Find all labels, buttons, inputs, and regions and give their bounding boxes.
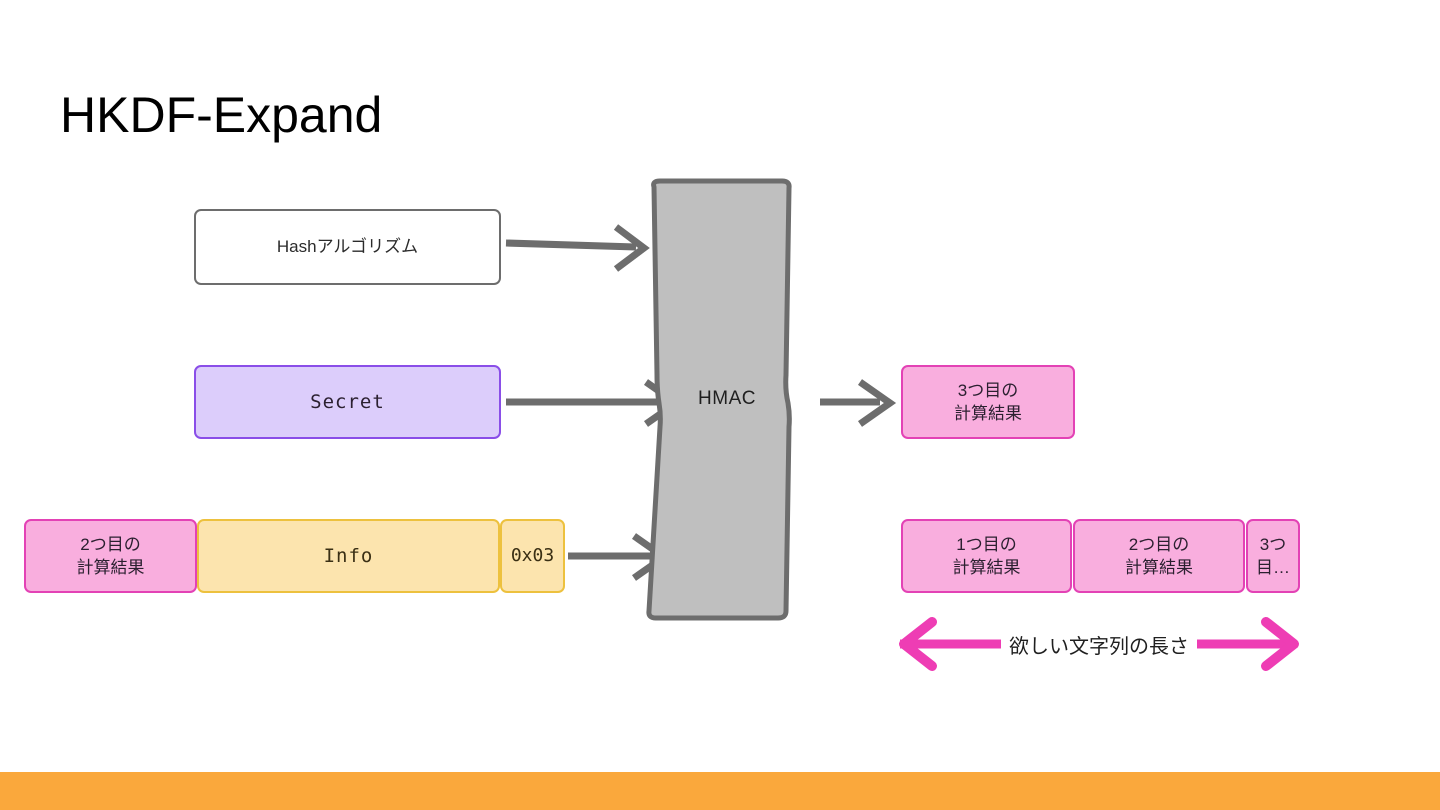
arrow-hmac-to-output [820,379,897,427]
output-box-result-3-label: 3つ 目… [1256,534,1290,577]
hmac-shape [646,178,792,621]
input-box-counter-byte-label: 0x03 [510,544,555,566]
output-box-current-result[interactable]: 3つ目の 計算結果 [901,365,1075,439]
output-box-result-1-label: 1つ目の 計算結果 [952,534,1021,577]
input-box-hash-algorithm[interactable]: Hashアルゴリズム [194,209,501,285]
arrow-hash-to-hmac [505,224,650,272]
output-box-result-2-label: 2つ目の 計算結果 [1125,534,1193,577]
output-box-result-1[interactable]: 1つ目の 計算結果 [901,519,1072,593]
input-box-hash-algorithm-label: Hashアルゴリズム [276,237,419,257]
input-box-info-label: Info [323,544,374,567]
output-box-current-result-label: 3つ目の 計算結果 [954,380,1022,423]
output-box-result-2[interactable]: 2つ目の 計算結果 [1073,519,1245,593]
process-hmac-label: HMAC [698,388,756,409]
input-box-previous-result[interactable]: 2つ目の 計算結果 [24,519,197,593]
footer-bar [0,772,1440,810]
input-box-secret-label: Secret [310,390,385,413]
input-box-info[interactable]: Info [197,519,500,593]
input-box-secret[interactable]: Secret [194,365,501,439]
input-box-counter-byte[interactable]: 0x03 [500,519,565,593]
page-title: HKDF-Expand [60,87,383,143]
length-annotation-label: 欲しい文字列の長さ [1001,618,1197,670]
length-annotation: 欲しい文字列の長さ [898,617,1300,671]
process-hmac[interactable]: HMAC [640,175,800,623]
output-box-result-3[interactable]: 3つ 目… [1246,519,1300,593]
input-box-previous-result-label: 2つ目の 計算結果 [76,534,145,577]
